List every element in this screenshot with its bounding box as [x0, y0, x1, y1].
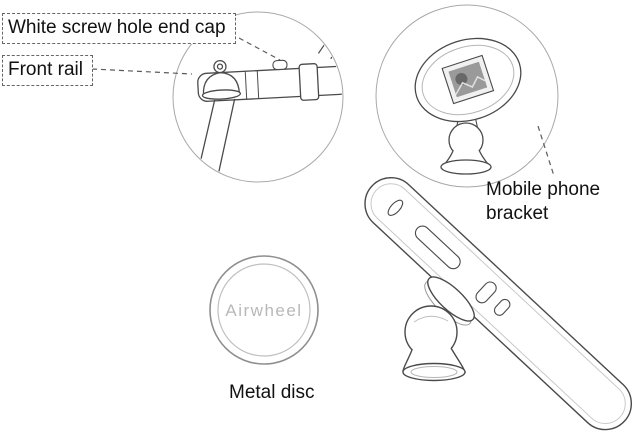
metal-disc-drawing: Airwheel	[209, 255, 319, 365]
leader-line-end-cap	[238, 37, 281, 61]
label-white-screw-hole-end-cap: White screw hole end cap	[2, 13, 236, 44]
bell-end-cap	[201, 59, 242, 100]
label-mobile-phone-bracket: Mobile phone bracket	[486, 179, 601, 224]
leader-line-front-rail	[91, 68, 193, 75]
bracket-ball	[448, 115, 484, 158]
phone-body	[364, 177, 633, 431]
mount-base	[402, 347, 466, 382]
phone-cross-slot-1	[475, 281, 497, 304]
phone-photo	[441, 54, 495, 105]
bracket-base	[440, 149, 492, 175]
phone-inner-edge	[370, 183, 626, 425]
phone-camera-hole	[387, 199, 404, 216]
bracket-zoom-view	[414, 37, 522, 175]
phone-assembly-drawing	[364, 177, 633, 431]
label-front-rail: Front rail	[2, 55, 93, 86]
brand-text: Airwheel	[225, 301, 302, 320]
mount-ball	[404, 305, 458, 359]
mount-disc	[424, 276, 475, 326]
screw-hole-end-cap	[272, 59, 288, 71]
phone-cross-slot-2	[493, 298, 511, 316]
phone-long-slot	[414, 225, 461, 270]
label-metal-disc: Metal disc	[229, 382, 315, 403]
